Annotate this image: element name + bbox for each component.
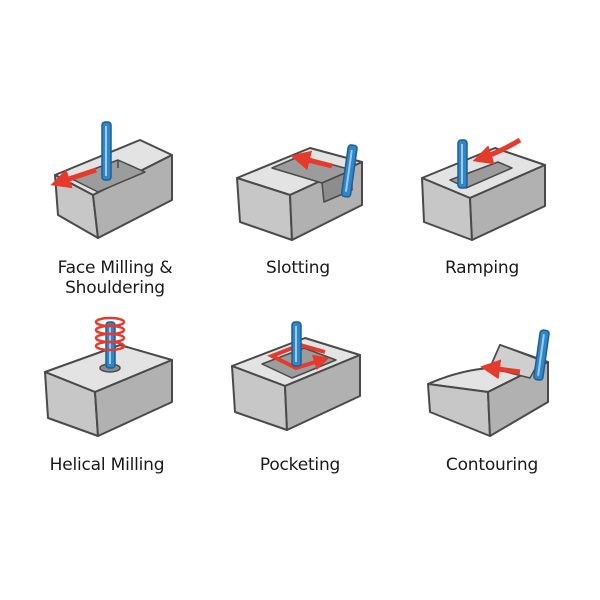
label-helical-milling: Helical Milling [7, 455, 207, 475]
tool-path-arrow-icon [480, 359, 521, 380]
label-helical-milling-text: Helical Milling [49, 455, 165, 475]
label-slotting-text: Slotting [266, 258, 330, 278]
tool-path-arrow-icon [50, 167, 97, 189]
label-pocketing-text: Pocketing [259, 455, 341, 475]
ramping-illustration [421, 137, 546, 241]
label-face-milling-line-1: Face Milling & [57, 258, 173, 278]
helical-milling-illustration [44, 316, 173, 437]
cutting-tool-icon [457, 139, 468, 189]
cutting-tool-icon [105, 321, 116, 369]
label-face-milling-line-2: Shouldering [65, 278, 165, 298]
face-milling-illustration [50, 121, 173, 239]
cutting-tool-icon [340, 144, 358, 198]
pocketing-illustration [231, 321, 361, 431]
workpiece-block-icon [427, 344, 549, 437]
tool-path-arrow-icon [472, 137, 522, 165]
helical-tool-path-icon [94, 316, 126, 352]
label-contouring-text: Contouring [445, 455, 539, 475]
cutting-tool-icon [291, 321, 302, 367]
label-ramping: Ramping [382, 258, 582, 278]
tool-path-arrow-icon [290, 150, 333, 171]
label-contouring: Contouring [392, 455, 592, 475]
label-pocketing: Pocketing [200, 455, 400, 475]
workpiece-block-icon [236, 147, 363, 241]
tool-path-arrow-icon [267, 342, 330, 371]
cutting-tool-icon [101, 121, 112, 181]
contouring-illustration [427, 329, 550, 437]
workpiece-block-icon [421, 147, 546, 241]
label-slotting: Slotting [198, 258, 398, 278]
slotting-illustration [236, 144, 363, 241]
cutting-tool-icon [533, 329, 550, 381]
label-face-milling: Face Milling & Shouldering [15, 258, 215, 298]
workpiece-block-icon [44, 344, 173, 437]
label-ramping-text: Ramping [444, 258, 520, 278]
workpiece-block-icon [54, 139, 173, 239]
